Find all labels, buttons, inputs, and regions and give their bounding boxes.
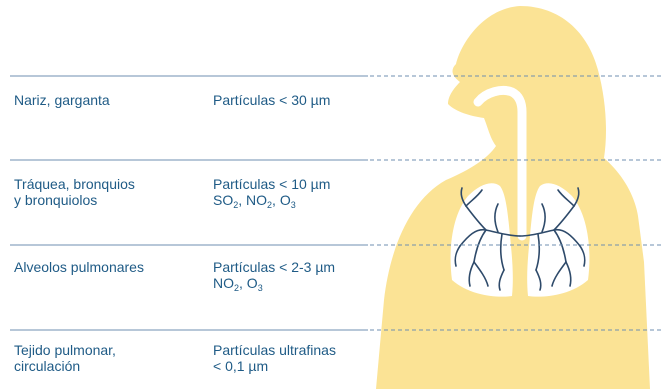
particle-text: , NO (238, 192, 267, 208)
region-label-line: Nariz, garganta (14, 92, 110, 108)
particle-info-line: Partículas < 30 µm (213, 92, 330, 108)
region-label-line: Tráquea, bronquios (14, 176, 135, 192)
particle-text: , O (272, 192, 291, 208)
particle-text: Partículas < 10 µm (213, 176, 330, 192)
particle-text: Partículas ultrafinas (213, 342, 336, 358)
particle-text: SO (213, 192, 233, 208)
region-label-line: Tejido pulmonar, (14, 342, 116, 358)
particle-text: Partículas < 30 µm (213, 92, 330, 108)
particle-info-line: Partículas < 2-3 µm (213, 259, 335, 275)
human-silhouette (376, 6, 650, 389)
particle-info-line: NO2, O3 (213, 275, 335, 291)
particle-text: < 0,1 µm (213, 358, 268, 374)
particle-info-line: Partículas ultrafinas (213, 342, 336, 358)
region-label-line: circulación (14, 358, 116, 374)
particle-info-line: Partículas < 10 µm (213, 176, 330, 192)
particle-text: , O (239, 275, 258, 291)
particle-info-line: SO2, NO2, O3 (213, 192, 330, 208)
particle-text: NO (213, 275, 234, 291)
region-label-line: y bronquiolos (14, 192, 135, 208)
region-label: Alveolos pulmonares (14, 259, 144, 275)
particle-info: Partículas < 30 µm (213, 92, 330, 108)
subscript: 3 (291, 200, 296, 210)
particle-info: Partículas ultrafinas< 0,1 µm (213, 342, 336, 374)
region-label: Tejido pulmonar,circulación (14, 342, 116, 374)
subscript: 3 (258, 283, 263, 293)
region-label: Nariz, garganta (14, 92, 110, 108)
particle-info-line: < 0,1 µm (213, 358, 336, 374)
particle-text: Partículas < 2-3 µm (213, 259, 335, 275)
region-label-line: Alveolos pulmonares (14, 259, 144, 275)
